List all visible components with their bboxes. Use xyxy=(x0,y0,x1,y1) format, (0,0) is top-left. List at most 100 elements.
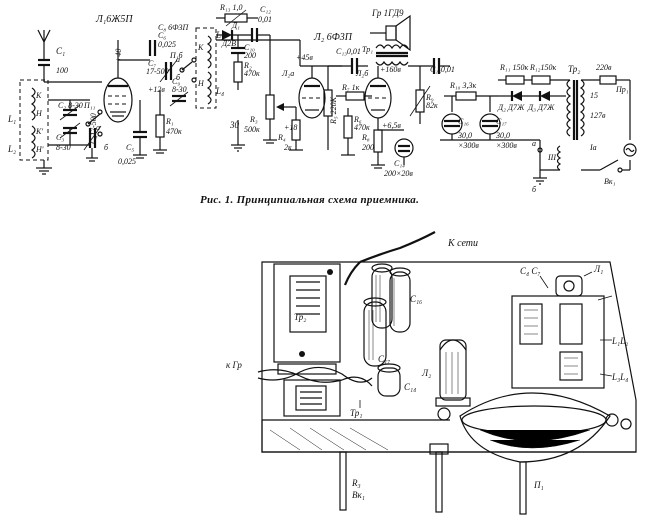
label-c16-voltage: ×300в xyxy=(458,141,479,150)
label-c13: C₁₃0,01 xyxy=(336,47,361,56)
label-r2: R₂ xyxy=(243,61,252,70)
tube-l1 xyxy=(103,59,150,123)
label-c6-value: 0,025 xyxy=(158,40,176,49)
label-pin-b2: б xyxy=(176,73,181,82)
label-tube-l1: Л₁6Ж5П xyxy=(95,14,133,25)
label-pin-a2: а xyxy=(176,55,180,64)
capacitor-c16 xyxy=(441,96,463,140)
label-coil-k2: К' xyxy=(35,127,43,136)
resistor-r10 xyxy=(444,91,498,101)
label-speaker: Гр 1ГД9 xyxy=(371,8,404,18)
label-15: 15 xyxy=(590,91,598,100)
label-r3: R₃ xyxy=(249,115,258,124)
resistor-r7 xyxy=(336,91,372,101)
label-r4-value: 2к xyxy=(284,143,292,152)
label-c14-drawing: C₁₄ xyxy=(404,382,416,392)
antenna-symbol xyxy=(37,29,51,60)
capacitor-c15 xyxy=(408,58,450,74)
label-r3-value: 500к xyxy=(244,125,260,134)
label-r2-value: 470к xyxy=(244,69,260,78)
resistor-r2 xyxy=(233,61,243,90)
label-c17-value: 30,0 xyxy=(495,131,510,140)
ground-symbol xyxy=(231,120,245,152)
label-l1-l2-drawing: L₁L₂ xyxy=(611,336,628,346)
transformer-tr1 xyxy=(375,44,409,66)
switch-p1b xyxy=(179,57,197,83)
label-bias-30: 30 xyxy=(229,120,240,130)
label-220v: 220в xyxy=(596,63,612,72)
label-plus12: +12в xyxy=(148,85,165,94)
label-coil-h3: Н xyxy=(197,79,205,88)
label-l3: L₃ xyxy=(215,30,224,40)
label-d1: Д₁ xyxy=(231,21,240,30)
label-terminal-b: б xyxy=(532,185,537,194)
label-r4: R₄ xyxy=(277,133,286,142)
coil-frame xyxy=(19,79,49,161)
label-r3-drawing: R₃ xyxy=(351,478,361,488)
label-coil-k1: К xyxy=(35,91,42,100)
label-r9-value: 82к xyxy=(426,101,438,110)
label-r6-value: 470к xyxy=(354,123,370,132)
label-fuse: Пр₁ xyxy=(615,85,629,94)
capacitor-c5 xyxy=(133,100,147,159)
label-tube-l2: Л₂ 6Ф3П xyxy=(313,32,353,43)
label-c6: C₆ xyxy=(158,31,166,40)
label-c1-value: 100 xyxy=(56,66,68,75)
coil-l4 xyxy=(206,71,212,105)
resistor-r13 xyxy=(216,9,258,27)
label-c10-value: 200 xyxy=(244,51,256,60)
label-plus18: +18 xyxy=(284,123,297,132)
label-l2: L₂ xyxy=(7,144,16,154)
label-c14-value: 200×20в xyxy=(384,169,413,178)
label-l2a: Л₂а xyxy=(281,69,294,78)
label-plus160: +160в xyxy=(380,65,401,74)
chassis-shading xyxy=(269,427,389,451)
label-tr2-drawing: Тр₂ xyxy=(294,312,306,322)
label-c16-value: 30,0 xyxy=(457,131,472,140)
label-tr1-drawing: Тр₁ xyxy=(350,408,362,418)
label-r1: R₁ xyxy=(165,117,174,126)
capacitor-c1 xyxy=(38,58,50,82)
capacitor-c14 xyxy=(378,129,414,165)
label-l2-drawing: Л₂ xyxy=(421,368,431,378)
label-c7: C₇ xyxy=(148,59,156,68)
label-tr2: Тр₂ xyxy=(568,64,580,74)
label-r6: R₆ xyxy=(353,115,362,124)
label-d3: Д₃ Д7Ж xyxy=(527,103,555,112)
ground-symbol xyxy=(86,157,98,162)
label-l1: L₁ xyxy=(7,114,16,124)
label-r10: R₁₀ 3,3к xyxy=(449,81,476,90)
terminal-a xyxy=(537,147,543,153)
label-d2: Д₂ Д7Ж xyxy=(497,103,525,112)
ac-source-symbol xyxy=(623,143,637,157)
coil-l2 xyxy=(30,125,36,159)
capacitor-c17 xyxy=(479,96,501,140)
switch-vk1 xyxy=(581,159,631,173)
label-r5: R₅ 220К xyxy=(329,96,338,125)
capacitor-c13 xyxy=(328,58,368,74)
label-c12-value: 0,01 xyxy=(258,15,272,24)
capacitor-c9 xyxy=(169,91,189,107)
resistor-r12 xyxy=(531,75,570,85)
coil-l1 xyxy=(30,87,36,121)
label-coil-k3: К xyxy=(197,43,204,52)
label-c16: C₁₆ xyxy=(458,117,469,126)
capacitor-c10 xyxy=(231,35,245,62)
transformer-tr2 xyxy=(540,79,585,171)
label-winding-iii: III xyxy=(547,153,556,162)
figure-caption: Рис. 1. Принципиальная схема приемника. xyxy=(200,194,420,206)
label-r12: R₁₂150к xyxy=(529,63,556,72)
resistor-r1 xyxy=(153,90,167,154)
capacitor-c6 xyxy=(148,40,157,56)
label-c5: C₅ xyxy=(126,143,134,152)
diode-d1 xyxy=(216,30,252,40)
label-c3-value: 8-30 xyxy=(56,143,71,152)
label-c9: C₉ xyxy=(172,77,180,86)
label-127v: 127в xyxy=(590,111,606,120)
label-switch-p1b: П₁б xyxy=(169,51,184,60)
resistor-r9 xyxy=(409,66,431,124)
diode-d3 xyxy=(522,91,566,101)
label-mains: К сети xyxy=(447,238,478,249)
label-c16-drawing: C₁₆ xyxy=(410,294,422,304)
